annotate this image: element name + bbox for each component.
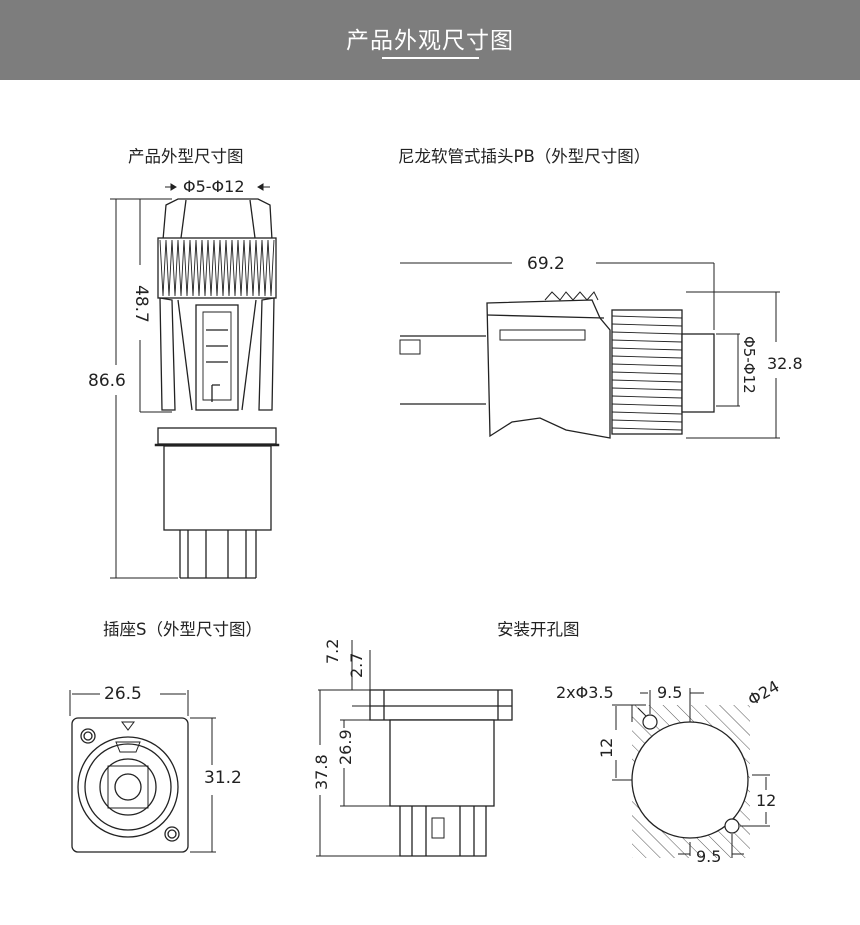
caption-plug: 尼龙软管式插头PB（外型尺寸图） [398, 147, 651, 166]
dim-hole-y-left: 12 [597, 738, 616, 758]
caption-product: 产品外型尺寸图 [128, 147, 244, 166]
page-title: 产品外观尺寸图 [346, 28, 514, 54]
caption-mount: 安装开孔图 [497, 620, 580, 639]
dim-body-depth: 26.9 [336, 729, 355, 765]
socket-side-drawing [369, 689, 513, 857]
title-underline [382, 57, 479, 59]
product-vertical-drawing [154, 198, 280, 579]
dim-socket-width: 26.5 [104, 684, 142, 704]
dim-hole-y-right: 12 [756, 791, 776, 810]
dim-hole-x-bottom: 9.5 [696, 847, 721, 866]
socket-dim-lines [69, 690, 216, 853]
dim-cable-range-top: Φ5-Φ12 [183, 177, 245, 196]
dim-total-depth: 37.8 [312, 754, 331, 790]
dim-height-total: 86.6 [88, 371, 126, 391]
socket-front-drawing [71, 717, 189, 853]
dim-flange-thick: 2.7 [347, 653, 366, 678]
header-banner: 产品外观尺寸图 [0, 0, 860, 80]
dim-plug-cable: Φ5-Φ12 [740, 336, 758, 394]
plug-horizontal-drawing [399, 291, 715, 439]
dim-hole-x-top: 9.5 [657, 683, 682, 702]
mount-dim-lines [612, 688, 770, 858]
dim-hole-spec: 2xΦ3.5 [556, 683, 614, 702]
dim-flange-top: 7.2 [323, 639, 342, 664]
dim-plug-length: 69.2 [527, 254, 565, 274]
dim-plug-height: 32.8 [767, 354, 803, 373]
caption-socket: 插座S（外型尺寸图） [103, 620, 262, 639]
plug-dim-lines [400, 262, 780, 439]
dim-socket-height: 31.2 [204, 768, 242, 788]
product-dim-lines [110, 183, 270, 579]
socket-side-dim-lines [316, 640, 400, 857]
dim-hole-diameter: Φ24 [745, 677, 783, 710]
dim-height-upper: 48.7 [131, 285, 151, 323]
